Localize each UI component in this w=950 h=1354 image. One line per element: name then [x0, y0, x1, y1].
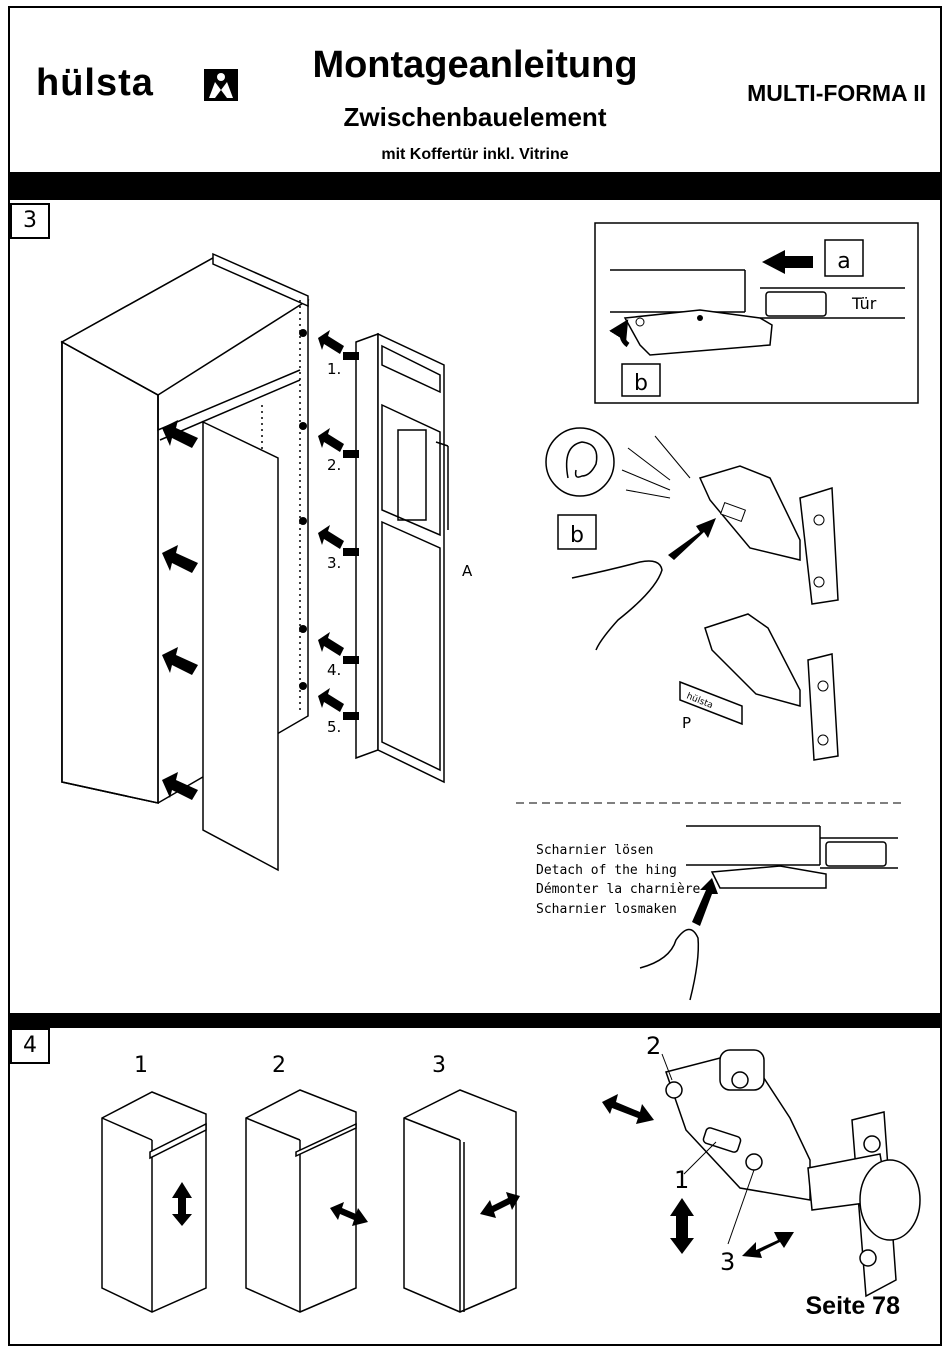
- plate-detail: [680, 614, 838, 760]
- part-label-a: A: [462, 562, 473, 580]
- ear-icon: [546, 428, 614, 496]
- click-detail: [546, 428, 838, 650]
- hinge-adjust-diagram: [666, 1050, 920, 1296]
- side-adjust-icon: [742, 1232, 794, 1258]
- hinge-screw-label-1: 1: [674, 1166, 689, 1194]
- page-number: Seite 78: [805, 1292, 900, 1321]
- hinge-screw-label-2: 2: [646, 1032, 661, 1060]
- vitrine-unit: [356, 334, 448, 782]
- ear-step-label: b: [570, 523, 584, 548]
- detach-text-fr: Démonter la charnière: [536, 880, 700, 900]
- detail-label-b: b: [634, 371, 648, 396]
- detach-text-de: Scharnier lösen: [536, 841, 700, 861]
- hinge-label-5: 5.: [327, 718, 341, 736]
- detach-text-en: Detach of the hing: [536, 861, 700, 881]
- finger-icon: [640, 929, 698, 1000]
- hinge-label-2: 2.: [327, 456, 341, 474]
- hinge-screw-label-3: 3: [720, 1248, 735, 1276]
- plate-label: P: [682, 714, 691, 732]
- hinge-label-3: 3.: [327, 554, 341, 572]
- adjust-label-1: 1: [134, 1053, 148, 1078]
- detach-text-nl: Scharnier losmaken: [536, 900, 700, 920]
- push-arrow-icon: [668, 518, 716, 560]
- door-label: Tür: [851, 294, 877, 313]
- adjust-figures: [102, 1090, 516, 1312]
- finger-icon: [572, 561, 662, 650]
- adjust-label-3: 3: [432, 1053, 446, 1078]
- door-panel-front: [203, 422, 278, 870]
- hinge-label-4: 4.: [327, 661, 341, 679]
- depth-adjust-icon: [602, 1094, 654, 1124]
- adjust-label-2: 2: [272, 1053, 286, 1078]
- detach-instructions: Scharnier lösen Detach of the hing Démon…: [536, 841, 700, 919]
- hinge-label-1: 1.: [327, 360, 341, 378]
- detail-label-a: a: [837, 249, 850, 274]
- vertical-adjust-icon: [670, 1198, 694, 1254]
